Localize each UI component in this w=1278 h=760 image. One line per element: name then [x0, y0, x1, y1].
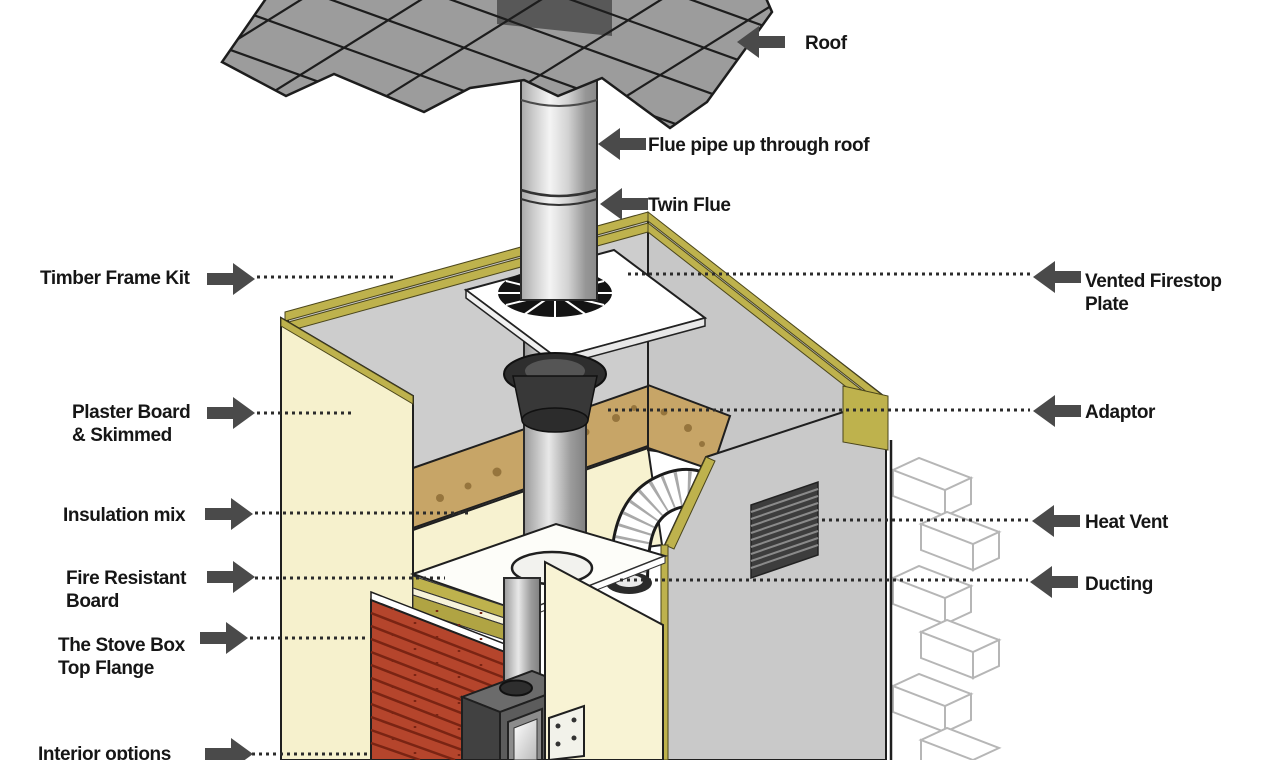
pipe-joint [520, 99, 598, 107]
leader-lines [250, 272, 1030, 756]
twin-flue-joint [520, 188, 598, 198]
left-pointing-arrow-icon [1033, 261, 1081, 293]
label-plaster-board: Plaster Board [72, 402, 190, 423]
label-interior-options: Interior options [38, 744, 171, 760]
right-pointing-arrow-icon [207, 397, 255, 429]
label-ducting: Ducting [1085, 574, 1153, 595]
label-vented-firestop-plate-2: Plate [1085, 294, 1128, 315]
masonry-brick [890, 456, 1002, 760]
label-vented-firestop-plate: Vented Firestop [1085, 271, 1222, 292]
heat-vent [750, 480, 819, 580]
label-adaptor: Adaptor [1085, 402, 1156, 423]
label-roof: Roof [805, 33, 848, 54]
label-twin-flue: Twin Flue [648, 195, 731, 216]
label-stove-box-top-flange-2: Top Flange [58, 658, 154, 679]
adaptor [503, 352, 607, 433]
label-flue-pipe: Flue pipe up through roof [648, 135, 870, 156]
right-pointing-arrow-icon [207, 561, 255, 593]
masonry-wall [889, 440, 1002, 760]
label-fire-resistant-board-2: Board [66, 591, 119, 612]
label-fire-resistant-board: Fire Resistant [66, 568, 187, 589]
right-pointing-arrow-icon [207, 263, 255, 295]
label-timber-frame-kit: Timber Frame Kit [40, 268, 191, 289]
right-pointing-arrow-icon [205, 498, 253, 530]
left-pointing-arrow-icon [1030, 566, 1078, 598]
fixing-bracket [548, 704, 585, 760]
right-pointing-arrow-icon [200, 622, 248, 654]
left-pointing-arrow-icon [1032, 505, 1080, 537]
labels: Timber Frame Kit Plaster Board & Skimmed… [38, 33, 1222, 760]
label-plaster-board-2: & Skimmed [72, 425, 172, 446]
stove-flue-collar [499, 679, 533, 697]
left-pointing-arrow-icon [1033, 395, 1081, 427]
label-insulation-mix: Insulation mix [63, 505, 186, 526]
label-heat-vent: Heat Vent [1085, 512, 1169, 533]
label-stove-box-top-flange: The Stove Box [58, 635, 186, 656]
timber-corner-post [842, 385, 889, 451]
right-pointing-arrow-icon [205, 738, 253, 760]
left-pointing-arrow-icon [598, 128, 646, 160]
